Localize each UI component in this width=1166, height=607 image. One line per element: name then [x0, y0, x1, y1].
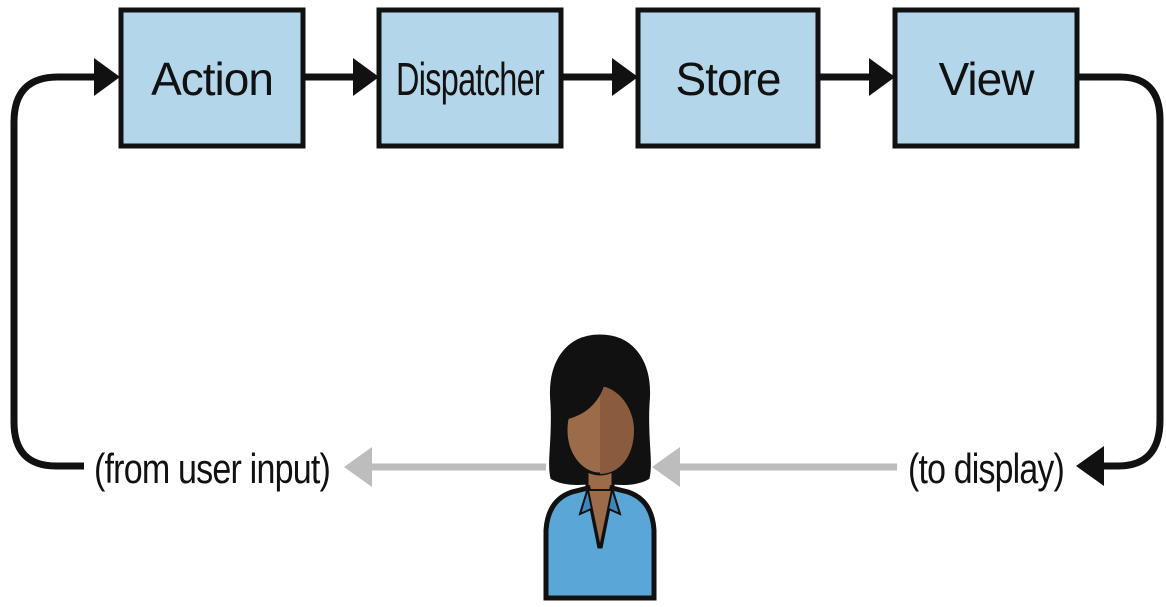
box-store-label: Store [676, 53, 781, 105]
loop-connector-left [10, 73, 100, 470]
box-view-rect [892, 7, 1080, 149]
box-dispatcher-rect [376, 7, 564, 149]
user-face-shade [600, 386, 634, 474]
box-action: Action [118, 7, 306, 149]
box-action-rect [118, 7, 306, 149]
gray-arrowhead-to-user [652, 447, 680, 487]
arrowhead-store [612, 58, 638, 96]
loop-connector-right [1078, 73, 1164, 470]
user-person-icon [543, 334, 657, 601]
label-to-display: (to display) [908, 445, 1064, 492]
arrowhead-to-display [1076, 446, 1104, 486]
user-neck-v [586, 489, 614, 549]
box-store: Store [635, 7, 821, 149]
box-action-label: Action [151, 53, 273, 105]
box-view-label: View [939, 53, 1036, 105]
arrowhead-view [869, 58, 895, 96]
box-dispatcher: Dispatcher [376, 7, 564, 149]
box-view: View [892, 7, 1080, 149]
user-hair-bangs [563, 355, 639, 420]
arrowhead-into-action [94, 58, 120, 96]
gray-arrowhead-from-user [344, 447, 372, 487]
label-from-user-input: (from user input) [94, 445, 330, 492]
arrowhead-dispatcher [353, 58, 379, 96]
box-store-rect [635, 7, 821, 149]
box-dispatcher-label: Dispatcher [396, 53, 544, 105]
